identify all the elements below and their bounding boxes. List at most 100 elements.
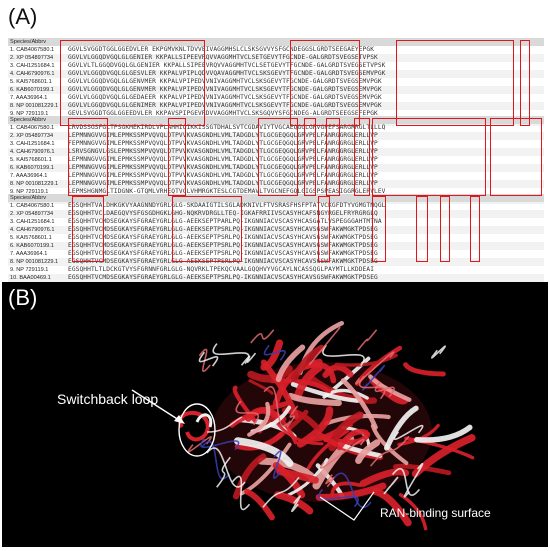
beta-strand-ribbon xyxy=(232,453,267,500)
sequence-text: EGSQHHTVALDHKGKVYAAGNNDYGRLGLG-SKDAAIGTI… xyxy=(68,202,386,209)
coil-loop xyxy=(403,462,424,498)
coil-loop xyxy=(383,476,399,495)
beta-strand-ribbon xyxy=(330,481,362,496)
species-label: 3. CAH1251684.1 xyxy=(10,63,55,69)
sequence-text: LEPMNNGVVGIMLEPMKSSMPVQVQLDTPVVKVASGNDHL… xyxy=(68,172,378,179)
protein-structure-panel: Switchback loop RAN-binding surface xyxy=(2,282,548,547)
species-label: 3. CAH1251684.1 xyxy=(10,141,55,147)
alignment-row: 3. CAH1251684.1 FEPMNNGVVGIMLEPMKSSMPVQVQ… xyxy=(8,140,544,148)
species-label: 4. CAH6790976.1 xyxy=(10,149,55,155)
protein-structure-render xyxy=(131,320,476,531)
conserved-region-box xyxy=(470,196,480,262)
conserved-region-box xyxy=(68,118,108,196)
switchback-loop-ribbon xyxy=(178,410,210,442)
coil-loop xyxy=(206,447,246,488)
beta-strand-ribbon xyxy=(296,406,334,448)
coil-loop xyxy=(291,495,301,512)
sequence-text: GEVLSVGGDTGGLGGEEDVLER KKPAVSPIPGEVRDVVA… xyxy=(68,110,378,117)
sequence-text: GGVLVLGGQDVGQLGLGEDAEER KKPALVPIPEDVVNIV… xyxy=(68,94,382,101)
species-label: 6. KAB6070199.1 xyxy=(10,243,54,249)
beta-strand-ribbon xyxy=(308,375,377,404)
conserved-region-box xyxy=(60,40,205,126)
beta-strand-ribbon xyxy=(355,439,381,464)
sequence-text: EGSQHHTVCMDSEGKAYSFGRAEYGRLGLG-AEEKSEPTP… xyxy=(68,250,378,257)
beta-strand-ribbon xyxy=(244,488,275,521)
coil-loop xyxy=(272,450,282,479)
sequence-text: GGVLSVGGDTGGLGGEDVLER EKPGMVKNLTDVVEIVAG… xyxy=(68,46,375,53)
coil-loop xyxy=(250,329,275,344)
coil-loop xyxy=(201,440,231,480)
beta-strand-ribbon xyxy=(293,363,323,401)
ran-binding-surface-label: RAN-binding surface xyxy=(380,506,491,520)
coil-loop xyxy=(361,364,386,391)
coil-loop xyxy=(263,386,292,427)
panel-a-label: (A) xyxy=(8,4,38,29)
sequence-text: LEPMSHGNMGLTIDGNK-GTQMLVRHEQTVCLVHMRGKTE… xyxy=(68,188,386,195)
beta-strand-ribbon xyxy=(306,428,350,470)
coil-loop xyxy=(355,351,395,385)
coil-loop xyxy=(286,405,299,428)
alignment-row: 7. AAA36964.1 LEPMNNGVVGIMLEPMKSSMPVQVQLD… xyxy=(8,172,544,180)
beta-strand-ribbon xyxy=(404,436,475,460)
species-label: 9. NP 729119.1 xyxy=(10,267,49,273)
alignment-header-row: Species/Abbrv xyxy=(8,116,544,124)
coil-loop xyxy=(431,345,446,359)
conserved-region-box xyxy=(304,118,316,196)
sequence-text: LEPMNNGVVGIMLEPMKSSMPVQVQLDTPVVKVASGNDHL… xyxy=(68,132,378,139)
sequence-text: EGSQHHTVCMDSEGKAYSFGRAEYGRLGLG-AEEKSEPTP… xyxy=(68,226,378,233)
species-label: 8. NP 001081229.1 xyxy=(10,103,59,109)
beta-strand-ribbon xyxy=(233,437,294,467)
coil-loop xyxy=(318,488,359,508)
species-label: 2. XP 054897734 xyxy=(10,55,54,61)
species-label: 8. NP 001081229.1 xyxy=(10,259,59,265)
coil-loop xyxy=(308,326,341,366)
species-label: 1. CAB4067580.1 xyxy=(10,47,55,53)
alignment-row: 1. CAB4067580.1 EGSQHHTVALDHKGKVYAAGNNDYG… xyxy=(8,202,544,210)
species-label: 7. AAA36964.1 xyxy=(10,251,48,257)
species-label: 6. KAB6070199.1 xyxy=(10,165,54,171)
beta-strand-ribbon xyxy=(393,463,452,476)
sequence-text: EGSQHHTVCMDSEGKAYSFGRAEYGRLGLG-AEEKSEPTP… xyxy=(68,234,378,241)
conserved-region-box xyxy=(372,196,386,262)
alignment-header-row: Species/Abbrv xyxy=(8,38,544,46)
species-label: 1. CAB4067580.1 xyxy=(10,203,55,209)
coil-loop xyxy=(357,329,378,351)
coil-loop xyxy=(358,375,386,400)
conserved-region-box xyxy=(172,196,242,262)
switchback-loop-label: Switchback loop xyxy=(57,391,159,407)
species-label: 3. CAH1251684.1 xyxy=(10,219,55,225)
sequence-text: EGSQHHTVCLDAEGQVYSFGSGDHGKLGHG-NQKRVDRGL… xyxy=(68,210,378,217)
sequence-text: LRVDSSGSFGLTPSGKMEKIRDLVPLAHHIQIKKISSGTD… xyxy=(68,124,386,131)
coil-loop xyxy=(332,472,372,509)
beta-strand-ribbon xyxy=(272,462,306,499)
switchback-loop-arrow xyxy=(131,389,183,423)
panel-b-label: (B) xyxy=(8,285,38,310)
species-header-label: Species/Abbrv xyxy=(10,195,47,201)
species-label: 2. XP 054897734 xyxy=(10,211,54,217)
sequence-text: FEPMNNGVVGIMLEPMKSSMPVQVQLDTPVVKVASGNDHL… xyxy=(68,140,378,147)
alignment-block: Species/Abbrv 1. CAB4067580.1 EGSQHHTVALDH… xyxy=(8,194,544,282)
alignment-row: 1. CAB4067580.1 GGVLSVGGDTGGLGGEDVLER EKP… xyxy=(8,46,544,54)
species-header-label: Species/Abbrv xyxy=(10,117,47,123)
coil-loop xyxy=(322,344,365,367)
conserved-region-box xyxy=(168,118,186,196)
sequence-text: GGVLVLGGQDVGQLGLGESVLER KKPALVPIPLQDVVQA… xyxy=(68,70,386,77)
alignment-row: 9. NP 729119.1 EGSQHHTLTLDCKGTVYSFGRNNFGR… xyxy=(8,266,544,274)
species-label: 5. KAI5768601.1 xyxy=(10,79,52,85)
species-label: 7. AAA36964.1 xyxy=(10,173,48,179)
beta-strand-ribbon xyxy=(334,353,398,367)
sequence-text: EGSQHHTLTLDCKGTVYSFGRNNFGRLGLG-NQVRKLTPE… xyxy=(68,266,375,273)
species-label: 6. KAB6070199.1 xyxy=(10,87,54,93)
sequence-text: LEPMNNGVVGIMLEPMKSSMPVQVQLDTPVVKVASGNDHL… xyxy=(68,156,378,163)
beta-strand-ribbon xyxy=(275,344,306,382)
sequence-text: GGVLVLGGQDVGQLGLGENVMER KKPALVPIPEDVVNIV… xyxy=(68,78,382,85)
